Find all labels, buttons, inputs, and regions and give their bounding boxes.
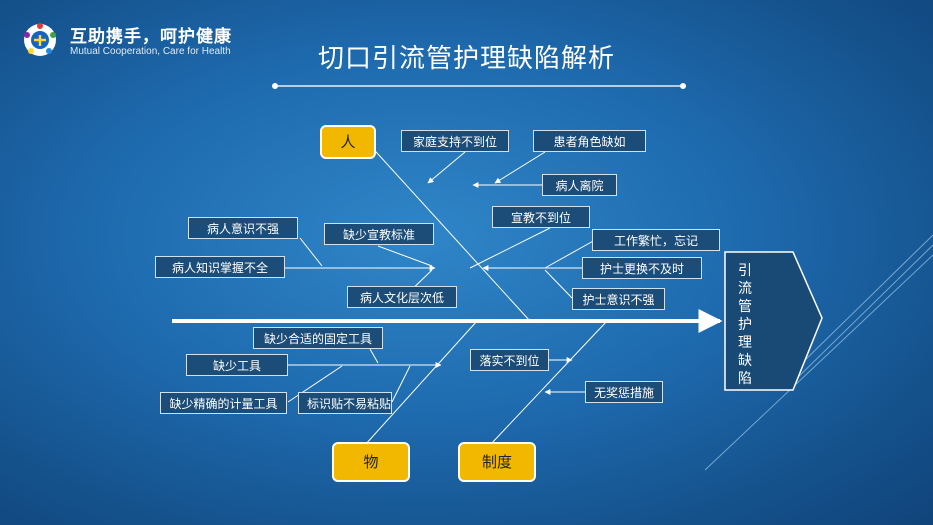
bone-people [366,141,531,322]
bone-system [489,320,608,446]
page-title: 切口引流管护理缺陷解析 [317,44,615,74]
cause-nurse-awareness: 护士意识不强 [572,288,665,310]
cause-patient-culture: 病人文化层次低 [347,286,457,308]
category-material: 物 [332,442,410,482]
cause-patient-leave: 病人离院 [542,174,617,196]
cause-patient-role: 患者角色缺如 [533,130,646,152]
cause-education: 宣教不到位 [492,206,590,228]
category-people: 人 [320,125,376,159]
cause-lack-education-std: 缺少宣教标准 [324,223,434,245]
problem-head-shape [724,251,823,391]
logo-icon [24,23,56,56]
cause-family-support: 家庭支持不到位 [401,130,509,152]
problem-label: 引流管护理缺陷 [738,263,752,387]
brand-slogan: Mutual Cooperation, Care for Health [70,46,231,57]
bone-material [364,320,478,446]
brand-name: 互助携手，呵护健康 [70,27,232,47]
cause-no-reward: 无奖惩措施 [585,381,663,403]
decor-lines [704,234,933,471]
cause-patient-knowledge: 病人知识掌握不全 [155,256,285,278]
cause-lack-tool: 缺少工具 [186,354,288,376]
cause-fixing-tool: 缺少合适的固定工具 [253,327,383,349]
cause-busy-work: 工作繁忙，忘记 [592,229,720,251]
category-system: 制度 [458,442,536,482]
cause-nurse-replace: 护士更换不及时 [582,257,702,279]
cause-patient-awareness: 病人意识不强 [188,217,298,239]
cause-measure-tool: 缺少精确的计量工具 [160,392,287,414]
cause-not-implemented: 落实不到位 [470,349,549,371]
cause-label-sticky: 标识贴不易粘贴 [298,392,392,414]
